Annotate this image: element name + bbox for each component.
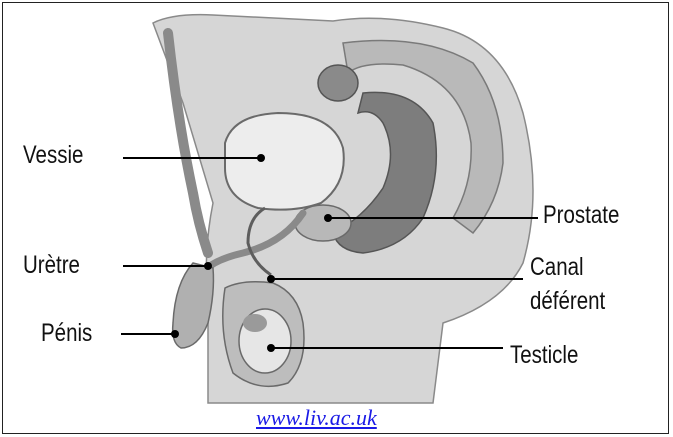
- testicle-dot: [267, 344, 275, 352]
- canal-dot: [267, 275, 275, 283]
- bowel-loop: [318, 65, 358, 101]
- bladder-shape: [225, 113, 344, 210]
- epididymis-shape: [243, 314, 267, 332]
- diagram-frame: Vessie Urètre Pénis Prostate Canal défér…: [2, 2, 669, 434]
- canal-label-line1: Canal: [530, 255, 584, 280]
- source-link[interactable]: www.liv.ac.uk: [256, 405, 377, 431]
- penis-label: Pénis: [41, 321, 92, 346]
- uretre-label: Urètre: [23, 253, 80, 278]
- uretre-dot: [204, 262, 212, 270]
- penis-dot: [171, 330, 179, 338]
- prostate-label: Prostate: [543, 203, 619, 228]
- vessie-dot: [257, 154, 265, 162]
- prostate-dot: [324, 214, 332, 222]
- vessie-label: Vessie: [23, 143, 83, 168]
- canal-label-line2: déférent: [530, 289, 605, 314]
- testicle-label: Testicle: [510, 343, 578, 368]
